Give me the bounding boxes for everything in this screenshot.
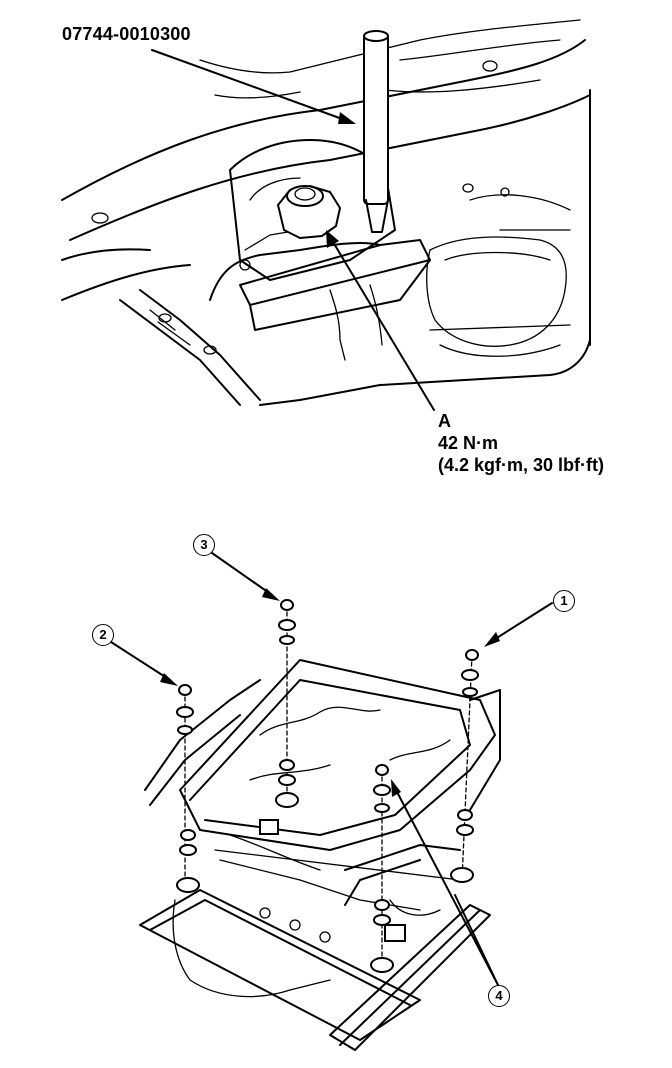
part-a-label-block: A 42 N·m (4.2 kgf·m, 30 lbf·ft) <box>438 410 604 476</box>
part-a-torque-nm: 42 N·m <box>438 433 499 453</box>
hardware-stack-1 <box>450 649 479 883</box>
part-a-letter: A <box>438 411 451 431</box>
callout-4-arrow <box>391 779 499 986</box>
hardware-stack-2 <box>176 684 200 893</box>
seat-frame <box>144 659 501 906</box>
callout-3-arrow <box>211 552 280 601</box>
flange-nut-icon <box>276 184 342 240</box>
callout-2-arrow <box>110 641 178 686</box>
callout-1: 1 <box>553 590 575 612</box>
hardware-stack-3 <box>275 599 299 808</box>
hardware-stack-4 <box>370 764 394 973</box>
callout-1-arrow <box>484 602 553 647</box>
tool-leader-arrow <box>151 49 356 124</box>
frame-outline <box>61 19 591 406</box>
callout-4: 4 <box>488 985 510 1007</box>
special-tool-rod-icon <box>363 30 389 233</box>
callout-3: 3 <box>193 534 215 556</box>
part-a-leader-arrow <box>326 230 435 411</box>
part-a-torque-alt: (4.2 kgf·m, 30 lbf·ft) <box>438 455 605 475</box>
tool-number-label: 07744-0010300 <box>62 24 191 44</box>
callout-2: 2 <box>92 624 114 646</box>
